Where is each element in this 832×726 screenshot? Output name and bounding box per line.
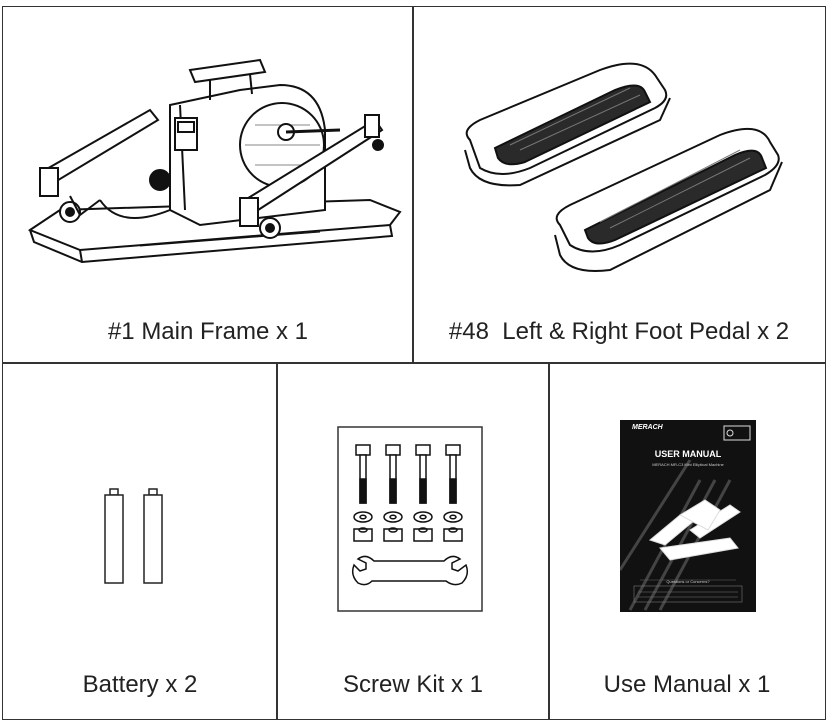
manual-badge-icon [726,429,734,437]
manual-subtitle: MERACH MR-C3 Mini Elliptical Machine [652,462,724,467]
foot-pedal-illustration [464,62,783,272]
battery-illustration [104,488,163,584]
manual-title: USER MANUAL [654,449,722,459]
screw-kit-illustration [337,426,483,612]
cell-use-manual [548,362,826,720]
foot-pedal-label: #48 Left & Right Foot Pedal x 2 [448,318,790,345]
use-manual-label: Use Manual x 1 [603,671,771,698]
manual-graphic [620,425,751,611]
battery-icon [109,488,119,496]
main-frame-illustration [27,58,402,264]
cell-screw-kit [276,362,550,720]
screw-kit-label: Screw Kit x 1 [342,671,484,698]
cell-foot-pedal [412,6,826,364]
main-frame-label: #1 Main Frame x 1 [107,318,309,345]
battery-icon [148,488,158,496]
manual-brand: MERACH [632,424,663,431]
cell-main-frame [2,6,414,364]
manual-footer-question: Questions or Concerns? [666,579,710,584]
cell-battery [2,362,278,720]
battery-label: Battery x 2 [82,671,198,698]
